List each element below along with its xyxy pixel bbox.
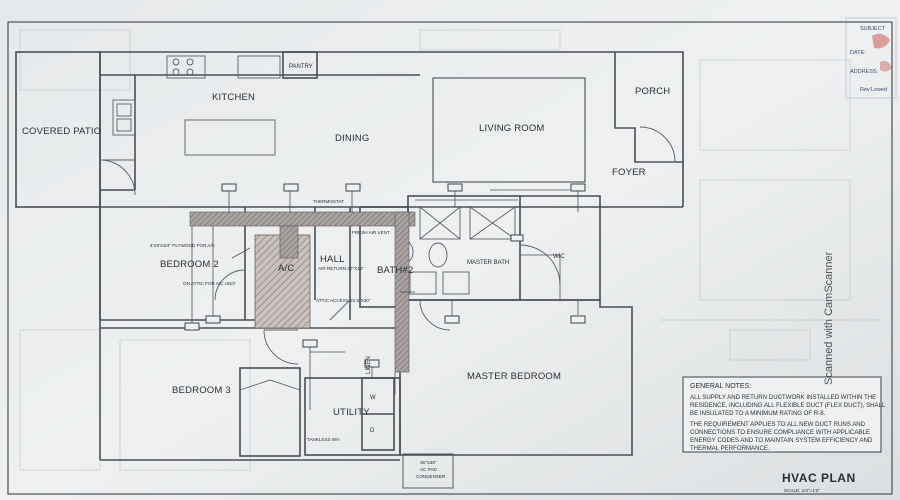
ac-pad-condenser: CONDENSER bbox=[416, 474, 446, 479]
room-labels: COVERED PATIO KITCHEN PANTRY DINING LIVI… bbox=[22, 64, 670, 434]
plan-title: HVAC PLAN bbox=[782, 471, 856, 485]
washer-label: W bbox=[370, 395, 376, 401]
notes-line-3: BE INSULATED TO A MINIMUM RATING OF R-8. bbox=[690, 410, 826, 417]
room-label-ac: A/C bbox=[278, 263, 294, 274]
room-label-master-bath: MASTER BATH bbox=[467, 260, 509, 266]
room-label-linen: LINEN bbox=[366, 356, 372, 374]
notes-line-7: THERMAL PERFORMANCE. bbox=[690, 445, 770, 452]
notes-line-6: ENERGY CODES AND TO MAINTAIN SYSTEM EFFI… bbox=[690, 437, 873, 444]
callout-thermostat: THERMOSTAT bbox=[313, 199, 344, 204]
ac-pad-size: 36"X36" bbox=[420, 460, 437, 465]
fixtures bbox=[112, 55, 516, 295]
bleed-through-ghost-lines bbox=[19, 29, 880, 471]
callout-plywood: 4'X8'X3/4" PLYWOOD FOR A/C bbox=[150, 243, 216, 248]
hvac-callouts: 4'X8'X3/4" PLYWOOD FOR A/C ON ATTIC FOR … bbox=[150, 199, 454, 489]
door-swings bbox=[99, 126, 676, 391]
stamp-date: DATE: bbox=[850, 50, 866, 56]
room-label-porch: PORCH bbox=[635, 86, 670, 97]
plan-scale: SCALE: 1/4"=1'0" bbox=[784, 488, 820, 493]
sheet-border bbox=[7, 21, 893, 495]
review-stamp: SUBJECT DATE: ADDRESS: Rev'Lowed bbox=[845, 17, 897, 99]
room-label-pantry: PANTRY bbox=[289, 64, 313, 70]
callout-attic-access: ATTIC ACCESS 22.5"X30" bbox=[316, 298, 371, 303]
kitchen-island bbox=[184, 119, 276, 156]
notes-line-1: ALL SUPPLY AND RETURN DUCTWORK INSTALLED… bbox=[690, 394, 876, 401]
title-block: HVAC PLAN SCALE: 1/4"=1'0" bbox=[782, 471, 856, 493]
room-label-hall: HALL bbox=[320, 254, 345, 265]
room-label-bath-2: BATH#2 bbox=[377, 265, 413, 276]
notes-title: GENERAL NOTES: bbox=[690, 383, 751, 390]
callout-tankless: TANKLESS WH bbox=[307, 437, 340, 442]
flex-duct-runs bbox=[191, 189, 579, 410]
main-supply-trunk bbox=[189, 211, 416, 227]
room-label-wic: WIC bbox=[553, 254, 565, 260]
callout-attic-unit: ON ATTIC FOR A/C UNIT bbox=[183, 281, 236, 286]
room-label-kitchen: KITCHEN bbox=[212, 92, 255, 103]
stamp-subject: SUBJECT bbox=[860, 26, 886, 32]
stamp-reviewed: Rev'Lowed bbox=[860, 87, 887, 93]
room-label-covered-patio: COVERED PATIO bbox=[22, 126, 101, 137]
supply-registers bbox=[184, 183, 586, 368]
callout-fresh-air: FRESH AIR VENT bbox=[352, 230, 390, 235]
general-notes-box: GENERAL NOTES: ALL SUPPLY AND RETURN DUC… bbox=[682, 376, 886, 453]
room-label-foyer: FOYER bbox=[612, 167, 646, 178]
ac-pad-label: AC PAD bbox=[420, 467, 437, 472]
dryer-label: D bbox=[370, 428, 375, 434]
camscanner-watermark: Scanned with CamScanner bbox=[823, 251, 835, 385]
notes-line-2: RESIDENCE, INCLUDING ALL FLEXIBLE DUCT (… bbox=[690, 402, 886, 409]
room-label-living-room: LIVING ROOM bbox=[479, 123, 545, 134]
room-label-utility: UTILITY bbox=[333, 407, 370, 418]
room-label-bedroom-2: BEDROOM 2 bbox=[160, 259, 219, 270]
room-label-master-bedroom: MASTER BEDROOM bbox=[467, 371, 561, 382]
room-label-dining: DINING bbox=[335, 133, 369, 144]
notes-line-4: THE REQUIREMENT APPLIES TO ALL NEW DUCT … bbox=[690, 421, 866, 428]
callout-air-return: AIR RETURN 20"X14" bbox=[318, 266, 364, 271]
stamp-address: ADDRESS: bbox=[850, 69, 879, 75]
room-label-bedroom-3: BEDROOM 3 bbox=[172, 385, 231, 396]
notes-line-5: CONNECTIONS TO ENSURE COMPLIANCE WITH AP… bbox=[690, 429, 870, 436]
ac-pad-box bbox=[402, 453, 454, 489]
